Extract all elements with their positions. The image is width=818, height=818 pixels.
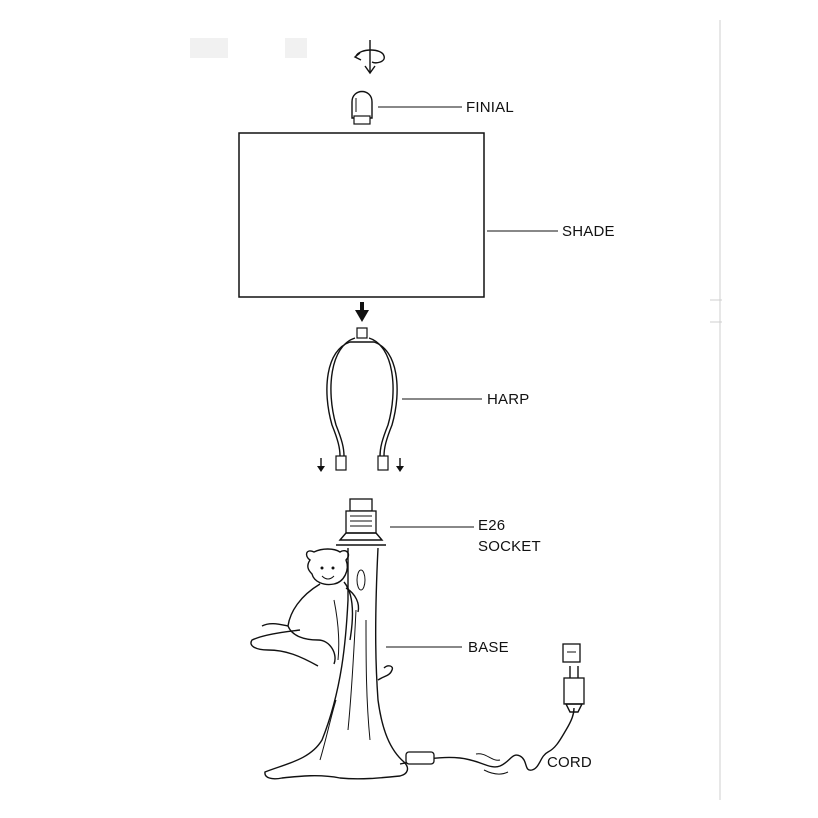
- down-arrow-icon: [396, 458, 404, 472]
- finial-label: FINIAL: [466, 99, 514, 116]
- scan-ghost-marks: [190, 38, 307, 58]
- down-arrow-icon: [355, 302, 369, 322]
- base-label: BASE: [468, 639, 509, 656]
- cord-label: CORD: [547, 754, 592, 771]
- base-part: [250, 547, 409, 780]
- harp-part: [326, 327, 398, 471]
- scan-border: [710, 20, 722, 800]
- e26-socket-part: [336, 498, 386, 546]
- down-arrow-icon: [317, 458, 325, 472]
- harp-label: HARP: [487, 391, 529, 408]
- socket-label-line1: E26: [478, 517, 505, 534]
- cord-part: [399, 643, 585, 775]
- rotate-arrow-icon: [353, 40, 385, 75]
- finial-part: [351, 90, 373, 125]
- shade-part: [238, 132, 485, 298]
- socket-label-line2: SOCKET: [478, 538, 541, 555]
- shade-label: SHADE: [562, 223, 615, 240]
